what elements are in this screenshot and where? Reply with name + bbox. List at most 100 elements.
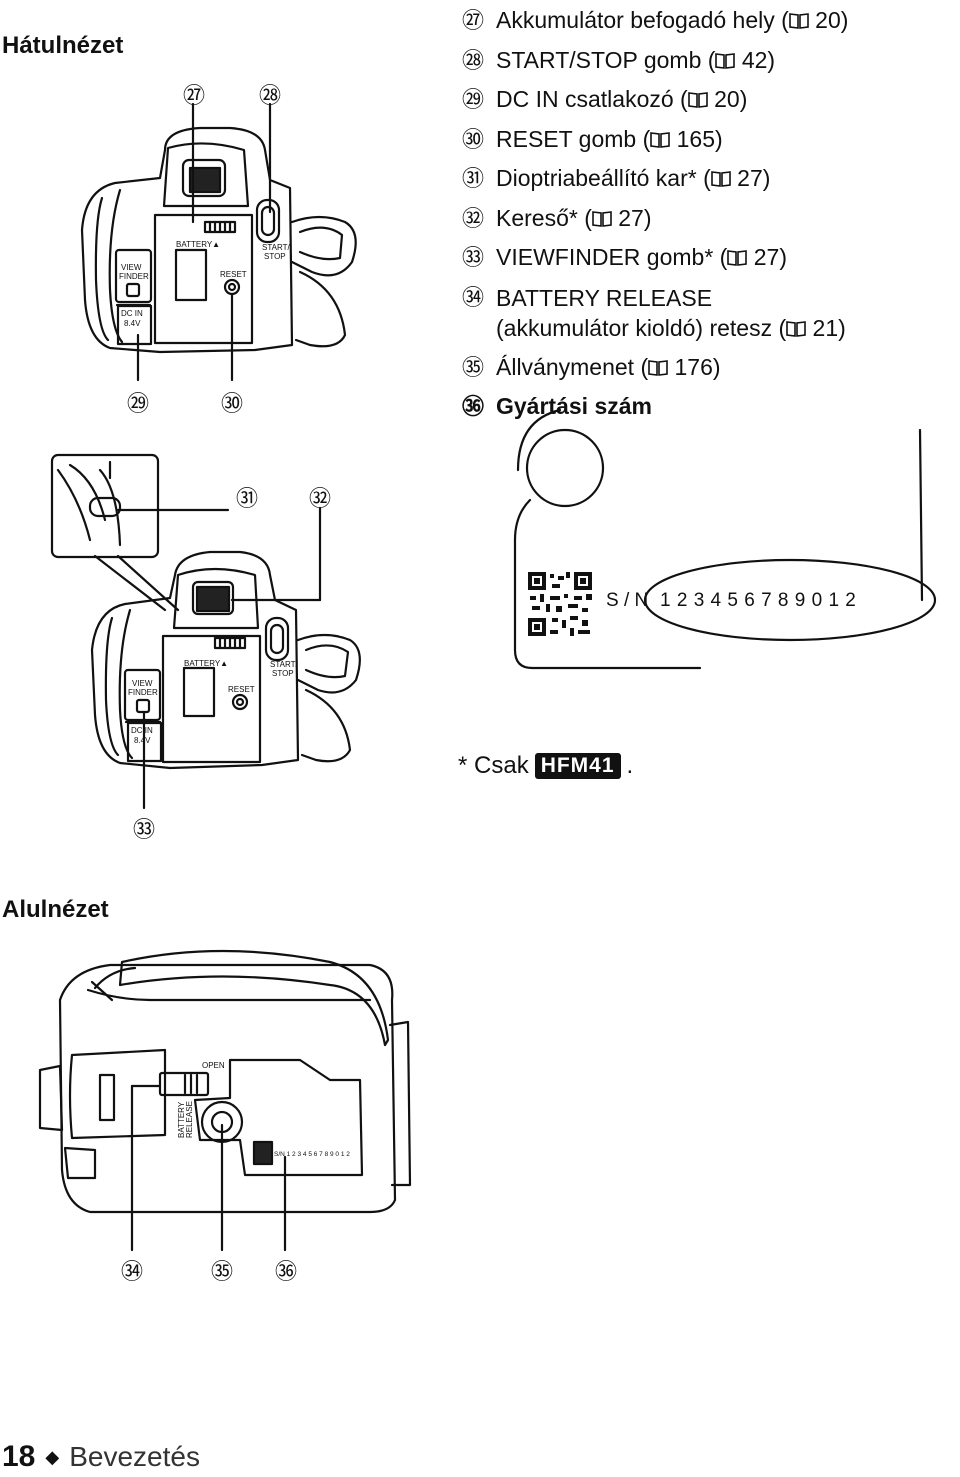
battery-label: BATTERY▲ [176,240,220,249]
callout-28: ㉘ [258,83,281,108]
legend-item: ㊱ Gyártási szám [462,388,957,426]
legend-page-ref[interactable]: 27 [618,204,644,231]
book-icon [650,123,671,161]
callout-30: ㉚ [220,391,243,416]
diamond-separator-icon: ◆ [45,1446,60,1467]
rear-camera-drawing [80,126,357,354]
book-icon [715,44,736,82]
legend-text: RESET gomb ( 165) [496,121,723,161]
bottom-camera-drawing [38,949,412,1214]
legend-number: ㉞ [462,284,485,310]
legend-label: RESET gomb ( [496,125,651,152]
voltage-label: 8.4V [124,319,141,328]
legend-number: ㉝ [462,245,485,270]
legend-number: ㉗ [462,8,485,33]
legend-number: ㉛ [462,166,485,191]
model-badge: HFM41 [534,753,621,779]
viewfinder-label-2: FINDER [119,272,149,281]
legend-number: ㉚ [462,126,485,152]
legend-page-ref[interactable]: 165 [676,125,716,152]
serial-number-detail [513,408,937,670]
legend-number: ㊱ [462,394,485,419]
legend-page-ref[interactable]: 27 [737,165,763,191]
legend-number: ㉙ [462,87,485,112]
reset-label-b: RESET [228,685,255,694]
callout-31: ㉛ [235,486,258,511]
dc-in-label: DC IN [121,309,143,318]
dc-in-label-b: DC IN [131,726,153,735]
legend-page-ref[interactable]: 20 [714,86,740,112]
parts-legend: ㉗ Akkumulátor befogadó hely ( 20) ㉘ START/S… [462,2,957,426]
rear-view-heading: Hátulnézet [2,32,124,59]
callout-32: ㉜ [308,486,331,511]
legend-number: ㉜ [462,205,485,231]
book-icon [687,83,708,121]
callout-36: ㊱ [274,1259,297,1284]
book-icon [788,4,809,42]
stop-label-b: STOP [272,669,294,678]
legend-label: BATTERY RELEASE (akkumulátor kioldó) ret… [496,284,787,341]
bottom-view-heading: Alulnézet [2,896,109,923]
page-number: 18 [2,1440,36,1473]
legend-label: Állványmenet ( [496,353,649,380]
section-name: Bevezetés [69,1441,200,1472]
callout-27: ㉗ [182,83,205,108]
battery-release-label-1: BATTERY [177,1101,186,1138]
legend-text: Gyártási szám [496,388,652,426]
legend-text: BATTERY RELEASE (akkumulátor kioldó) ret… [496,283,846,345]
legend-page-ref[interactable]: 27 [753,244,780,270]
viewfinder-label: VIEW [121,263,142,272]
battery-release-label-2: RELEASE [185,1101,194,1138]
legend-label: START/STOP gomb ( [496,46,716,73]
footnote-text: * Csak [458,752,529,779]
book-icon [727,241,748,279]
legend-item: ㉞ BATTERY RELEASE (akkumulátor kioldó) re… [462,279,957,349]
legend-item: ㉝ VIEWFINDER gomb* ( 27) [462,239,957,279]
legend-number: ㉘ [462,47,485,73]
callout-33: ㉝ [132,817,155,842]
legend-label: Dioptriabeállító kar* ( [496,165,711,191]
legend-text: Kereső* ( 27) [496,200,652,240]
serial-digits: 1 2 3 4 5 6 7 8 9 0 1 2 [660,590,856,611]
legend-text: Akkumulátor befogadó hely ( 20) [496,2,848,42]
footnote: * Csak HFM41 . [458,752,633,780]
legend-item: ㉚ RESET gomb ( 165) [462,121,957,161]
legend-item: ㉙ DC IN csatlakozó ( 20) [462,81,957,121]
legend-page-ref[interactable]: 42 [741,46,768,73]
legend-label: Kereső* ( [496,204,592,231]
legend-page-ref[interactable]: 176 [674,353,713,380]
legend-label: VIEWFINDER gomb* ( [496,244,728,270]
book-icon [710,162,731,200]
legend-page-ref[interactable]: 20 [815,7,841,33]
footnote-end: . [626,752,634,779]
voltage-label-b: 8.4V [134,736,151,745]
stop-label: STOP [264,252,286,261]
legend-item: ㉗ Akkumulátor befogadó hely ( 20) [462,2,957,42]
start-label: START/ [262,243,290,252]
reset-label: RESET [220,270,247,279]
start-label-b: START/ [270,660,298,669]
serial-small: S/N 1 2 3 4 5 6 7 8 9 0 1 2 [274,1151,350,1158]
battery-label-b: BATTERY▲ [184,659,228,668]
viewfinder-label-b2: FINDER [128,688,158,697]
legend-text: Állványmenet ( 176) [496,349,721,389]
legend-item: ㉟ Állványmenet ( 176) [462,349,957,389]
callout-29: ㉙ [126,391,149,416]
legend-text: START/STOP gomb ( 42) [496,42,775,82]
legend-text: VIEWFINDER gomb* ( 27) [496,239,787,279]
book-icon [786,315,806,345]
viewfinder-label-b: VIEW [132,679,153,688]
callout-35: ㉟ [210,1259,233,1284]
legend-number: ㉟ [462,354,485,380]
legend-item: ㉘ START/STOP gomb ( 42) [462,42,957,82]
open-label: OPEN [202,1061,225,1070]
legend-page-ref[interactable]: 21 [812,314,839,341]
legend-text: DC IN csatlakozó ( 20) [496,81,747,121]
callout-34: ㉞ [120,1259,143,1284]
page-footer: 18 ◆ Bevezetés [2,1440,200,1474]
book-icon [592,202,612,240]
qr-code [528,572,592,636]
legend-label: Akkumulátor befogadó hely ( [496,7,789,33]
legend-item: ㉜ Kereső* ( 27) [462,200,957,240]
